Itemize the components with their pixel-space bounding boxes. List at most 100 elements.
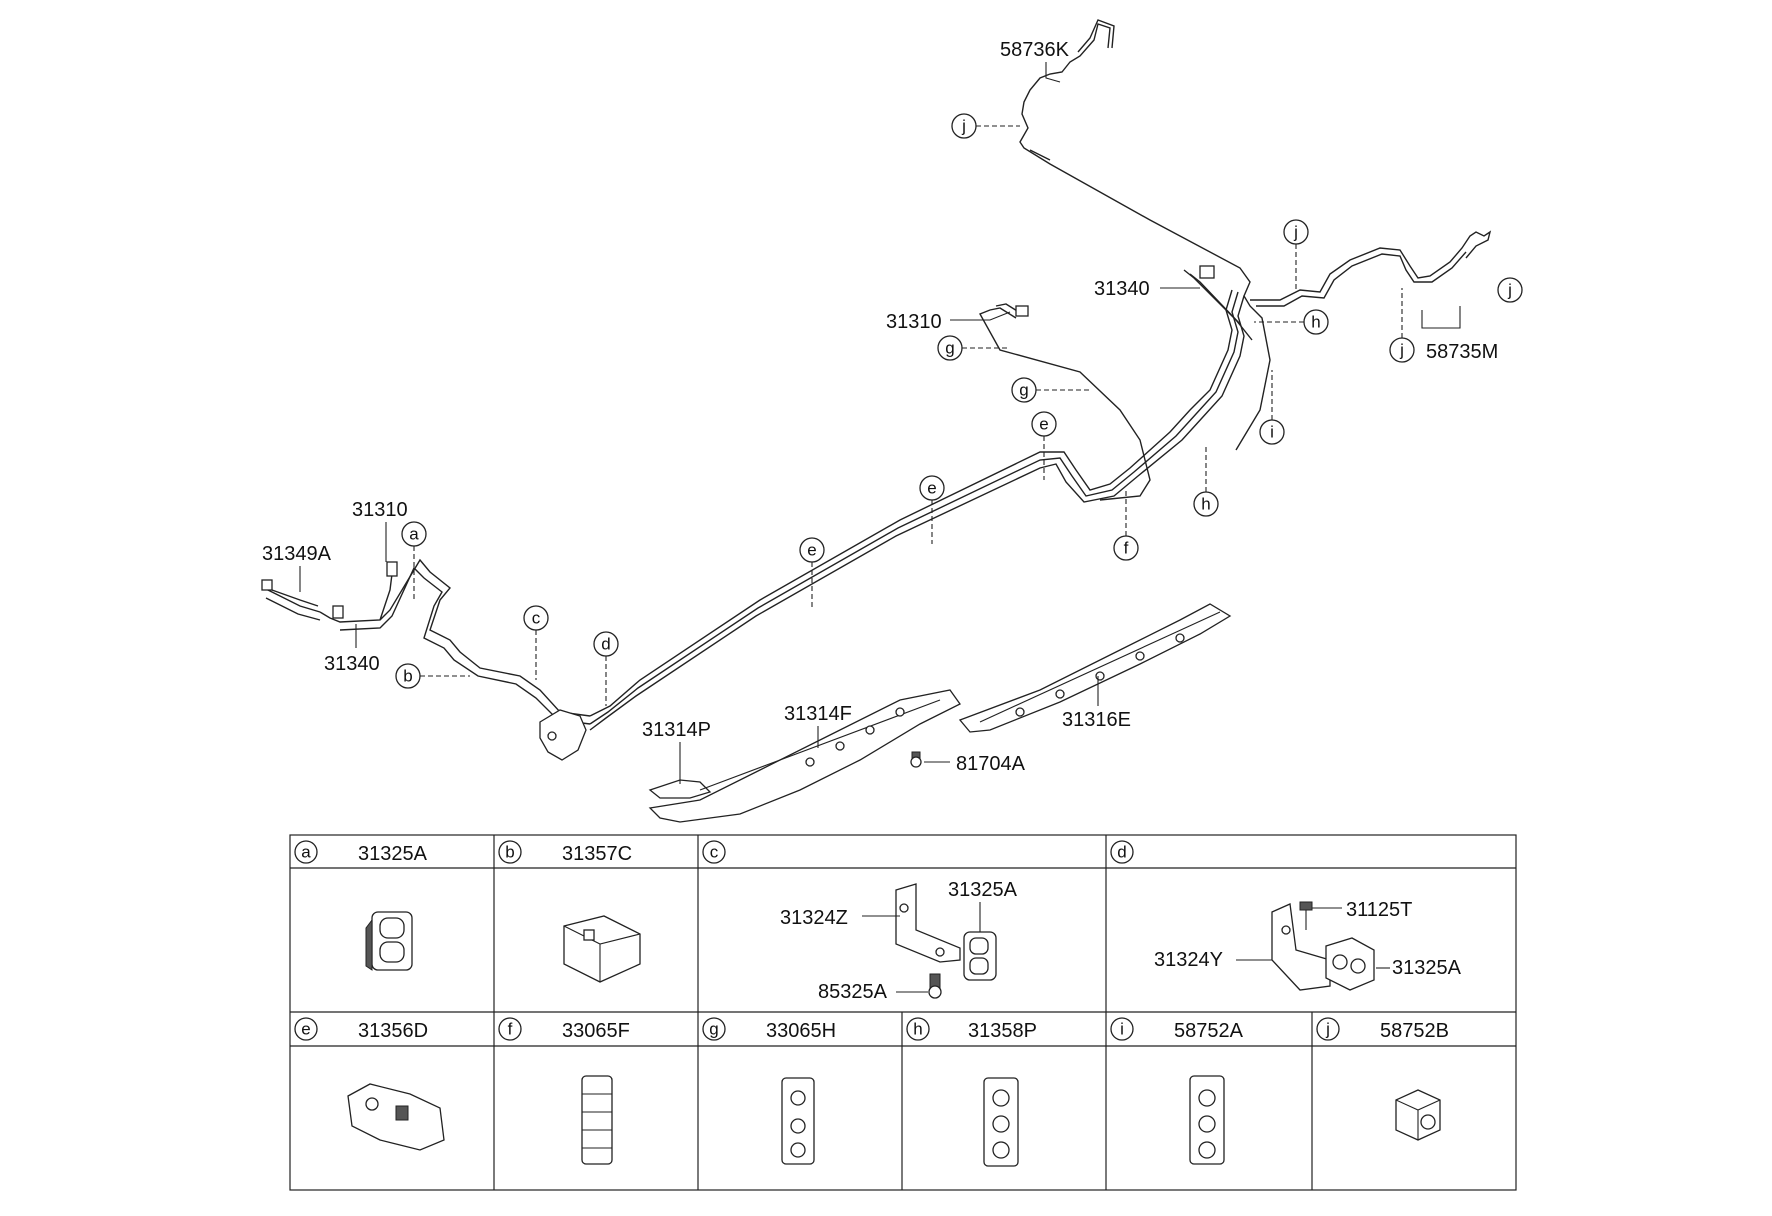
clip-33065F-icon (581, 1075, 613, 1165)
svg-text:a: a (409, 525, 419, 544)
table-cell-j: j 58752B (1316, 1017, 1449, 1141)
label-31310-left: 31310 (352, 499, 408, 521)
label-31310-mid: 31310 (886, 311, 942, 333)
svg-text:f: f (1124, 539, 1129, 558)
clip-31356D-icon (347, 1083, 445, 1151)
svg-text:a: a (301, 843, 311, 862)
label-31340-top: 31340 (1094, 278, 1150, 300)
svg-text:h: h (1311, 313, 1320, 332)
callout-g-2: g (1011, 377, 1090, 403)
callout-j-1: j (951, 113, 1020, 139)
callout-i-1: i (1259, 370, 1285, 445)
label-31314P: 31314P (642, 719, 711, 741)
label-31340-left: 31340 (324, 653, 380, 675)
callout-h-1: h (1254, 309, 1329, 335)
clip-31358P-icon (983, 1077, 1019, 1167)
label-31314F: 31314F (784, 703, 852, 725)
callout-d-1: d (593, 631, 619, 706)
svg-text:e: e (1039, 415, 1048, 434)
label-31325A-c: 31325A (948, 879, 1018, 901)
callout-f-1: f (1113, 490, 1139, 561)
bolt-81704A (910, 751, 922, 768)
clip-58752B-icon (1395, 1089, 1441, 1141)
table-cell-e: e 31356D (294, 1017, 445, 1151)
svg-text:d: d (1117, 843, 1126, 862)
fitting-31340-top (1199, 265, 1215, 279)
table-cell-g: g 33065H (702, 1017, 836, 1165)
hose-end (261, 579, 273, 591)
svg-text:i: i (1270, 423, 1274, 442)
label-31324Z: 31324Z (780, 907, 848, 929)
callout-h-2: h (1193, 446, 1219, 517)
table-part-g: 33065H (766, 1020, 836, 1042)
table-part-f: 33065F (562, 1020, 630, 1042)
connector-block (539, 709, 587, 761)
parts-table: a 31325A b 31357C c (289, 834, 1517, 1191)
table-cell-a: a 31325A (294, 840, 428, 971)
label-81704A: 81704A (956, 753, 1026, 775)
callout-j-4: j (1497, 277, 1523, 303)
pipe-58735M (1250, 230, 1492, 301)
svg-text:b: b (505, 843, 514, 862)
main-pipe-1 (589, 289, 1233, 717)
callout-e-3: e (799, 537, 825, 608)
label-31316E: 31316E (1062, 709, 1131, 731)
label-58736K: 58736K (1000, 39, 1070, 61)
label-31349A: 31349A (262, 543, 332, 565)
callout-b-1: b (395, 663, 470, 689)
clip-33065H-icon (781, 1077, 815, 1165)
table-cell-i: i 58752A (1110, 1017, 1244, 1165)
protector-31316E (958, 603, 1232, 733)
table-cell-b: b 31357C (498, 840, 641, 983)
svg-text:h: h (1201, 495, 1210, 514)
bolt-85325A-icon (928, 973, 942, 999)
svg-text:g: g (1019, 381, 1028, 400)
label-31324Y: 31324Y (1154, 949, 1223, 971)
svg-text:g: g (709, 1020, 718, 1039)
protector-31314F (648, 689, 961, 823)
callout-e-1: e (1031, 411, 1057, 480)
svg-text:j: j (1325, 1020, 1330, 1039)
callout-g-1: g (937, 335, 1010, 361)
table-part-j: 58752B (1380, 1020, 1449, 1042)
label-31125T: 31125T (1346, 899, 1412, 921)
table-part-i: 58752A (1174, 1020, 1244, 1042)
clip-31325A-c-icon (963, 931, 997, 981)
callout-c-1: c (523, 605, 549, 680)
label-85325A: 85325A (818, 981, 888, 1003)
clip-31357C-icon (563, 915, 641, 983)
table-part-a: 31325A (358, 843, 428, 865)
callout-j-2: j (1283, 219, 1309, 290)
table-part-b: 31357C (562, 843, 632, 865)
callout-e-2: e (919, 475, 945, 544)
hose-31349A (271, 589, 319, 607)
clip-31325A-d-icon (1325, 937, 1375, 991)
table-cell-d: d 31125T 31324Y 31325A (1110, 840, 1462, 991)
svg-text:c: c (710, 843, 719, 862)
svg-text:e: e (301, 1020, 310, 1039)
svg-text:b: b (403, 667, 412, 686)
svg-text:j: j (1507, 281, 1512, 300)
svg-text:f: f (508, 1020, 513, 1039)
svg-text:i: i (1120, 1020, 1124, 1039)
table-cell-h: h 31358P (906, 1017, 1037, 1167)
table-part-h: 31358P (968, 1020, 1037, 1042)
left-pipe (319, 558, 591, 717)
part-labels: 58736K 31340 31310 58735M 31310 31349A 3… (262, 39, 1498, 784)
table-cell-f: f 33065F (498, 1017, 630, 1165)
svg-text:e: e (807, 541, 816, 560)
callout-j-3: j (1389, 288, 1415, 363)
bracket-31324Z-icon (895, 883, 961, 963)
svg-text:j: j (1293, 223, 1298, 242)
clip-58752A-icon (1189, 1075, 1225, 1165)
svg-text:g: g (945, 339, 954, 358)
label-58735M: 58735M (1426, 341, 1498, 363)
table-part-e: 31356D (358, 1020, 428, 1042)
fitting-31340-left (332, 605, 344, 619)
bracket-31324Y-icon (1271, 903, 1331, 991)
fitting-31310-mid (1015, 305, 1029, 317)
svg-text:d: d (601, 635, 610, 654)
bolt-31125T-icon (1299, 901, 1313, 930)
